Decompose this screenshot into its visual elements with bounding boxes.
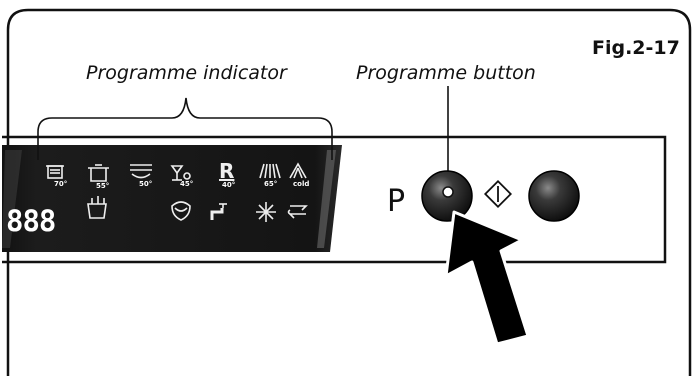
tap-icon (210, 203, 227, 220)
glass-icon (170, 165, 191, 181)
outer-frame (6, 8, 692, 376)
temp-label-glass: 45° (180, 180, 194, 188)
programme-button-shape (421, 170, 473, 222)
rinse-r-icon: R (219, 159, 235, 183)
temp-label-quick: 65° (264, 180, 278, 188)
programme-button[interactable] (422, 171, 472, 221)
arrow-pointer-icon (444, 210, 530, 346)
figure-label: Fig.2-17 (592, 37, 680, 59)
half-load-icon (87, 196, 107, 219)
temp-label-rinse: 40° (222, 181, 236, 189)
rinse-aid-icon (287, 205, 308, 219)
programme-display (2, 145, 342, 252)
sparkle-icon (256, 202, 276, 222)
tray-icon (130, 164, 152, 179)
start-pause-icon-shape (483, 179, 513, 209)
temp-label-eco: 50° (139, 180, 153, 188)
cold-spray-icon (289, 162, 307, 179)
intensive-pot-icon (46, 165, 64, 179)
programme-letter: P (387, 184, 406, 219)
temp-label-cold: cold (293, 180, 310, 188)
control-panel (2, 135, 667, 264)
pot-icon (88, 164, 109, 182)
temp-label-normal: 55° (96, 182, 110, 190)
programme-indicator-label: Programme indicator (86, 62, 287, 84)
programme-button-label: Programme button (356, 62, 536, 84)
spray-icon (259, 163, 281, 179)
indicator-bracket (37, 97, 333, 160)
start-button-shape (528, 170, 580, 222)
start-button[interactable] (529, 171, 579, 221)
temp-label-intensive: 70° (54, 180, 68, 188)
digit-display: 888 (6, 204, 56, 238)
salt-icon (171, 201, 191, 221)
